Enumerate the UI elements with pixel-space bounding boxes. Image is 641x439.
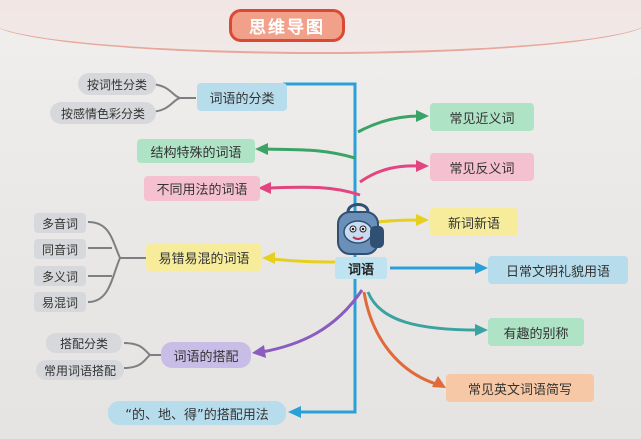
node-collocation: 词语的搭配 bbox=[161, 342, 251, 368]
arrow-de-usage bbox=[288, 406, 301, 418]
arrow-polite bbox=[475, 262, 488, 274]
arrow-synonyms bbox=[416, 110, 429, 122]
arrow-collocation bbox=[252, 345, 266, 358]
node-polite-phrases: 日常文明礼貌用语 bbox=[488, 256, 628, 284]
arrow-english bbox=[432, 376, 446, 388]
node-classify: 词语的分类 bbox=[197, 83, 287, 111]
connector-confusing-bracket bbox=[87, 221, 122, 303]
node-nicknames: 有趣的别称 bbox=[488, 318, 584, 346]
node-by-part-of-speech: 按词性分类 bbox=[78, 73, 156, 95]
node-easily-confused: 易混词 bbox=[34, 292, 86, 312]
node-antonyms: 常见反义词 bbox=[430, 153, 534, 181]
connector-pink-right bbox=[359, 164, 421, 184]
node-special-structure: 结构特殊的词语 bbox=[137, 139, 255, 163]
node-common-collocation: 常用词语搭配 bbox=[36, 360, 124, 380]
connector-green-left bbox=[264, 147, 356, 160]
node-polyphone: 多音词 bbox=[34, 213, 86, 233]
arrow-usage bbox=[258, 182, 271, 194]
arrow-antonyms bbox=[416, 160, 429, 172]
arrow-confusing bbox=[262, 252, 275, 264]
backpack-mascot-icon bbox=[337, 203, 384, 255]
page-title: 思维导图 bbox=[229, 9, 345, 42]
arrow-special bbox=[255, 143, 268, 155]
center-node: 词语 bbox=[335, 257, 387, 279]
node-de-usage: “的、地、得”的搭配用法 bbox=[108, 401, 286, 425]
node-polysemy: 多义词 bbox=[34, 266, 86, 286]
connector-teal-right bbox=[366, 291, 479, 332]
node-new-words: 新词新语 bbox=[430, 208, 518, 236]
arrow-new-words bbox=[416, 214, 429, 226]
node-confusing: 易错易混的词语 bbox=[146, 244, 262, 271]
connector-pink-left bbox=[267, 185, 361, 197]
node-synonyms: 常见近义词 bbox=[430, 103, 534, 131]
arrow-nicknames bbox=[475, 324, 488, 336]
node-english-abbreviations: 常见英文词语简写 bbox=[446, 374, 594, 402]
node-different-usage: 不同用法的词语 bbox=[144, 176, 260, 201]
connector-colloc-bracket bbox=[123, 342, 152, 369]
connector-yellow-left bbox=[271, 257, 341, 264]
connector-purple-left bbox=[261, 289, 364, 354]
connector-orange-right bbox=[362, 291, 437, 386]
node-by-emotion: 按感情色彩分类 bbox=[50, 102, 156, 124]
node-homophone: 同音词 bbox=[34, 239, 86, 259]
node-collocation-category: 搭配分类 bbox=[46, 333, 122, 353]
connector-green-right bbox=[357, 114, 421, 134]
